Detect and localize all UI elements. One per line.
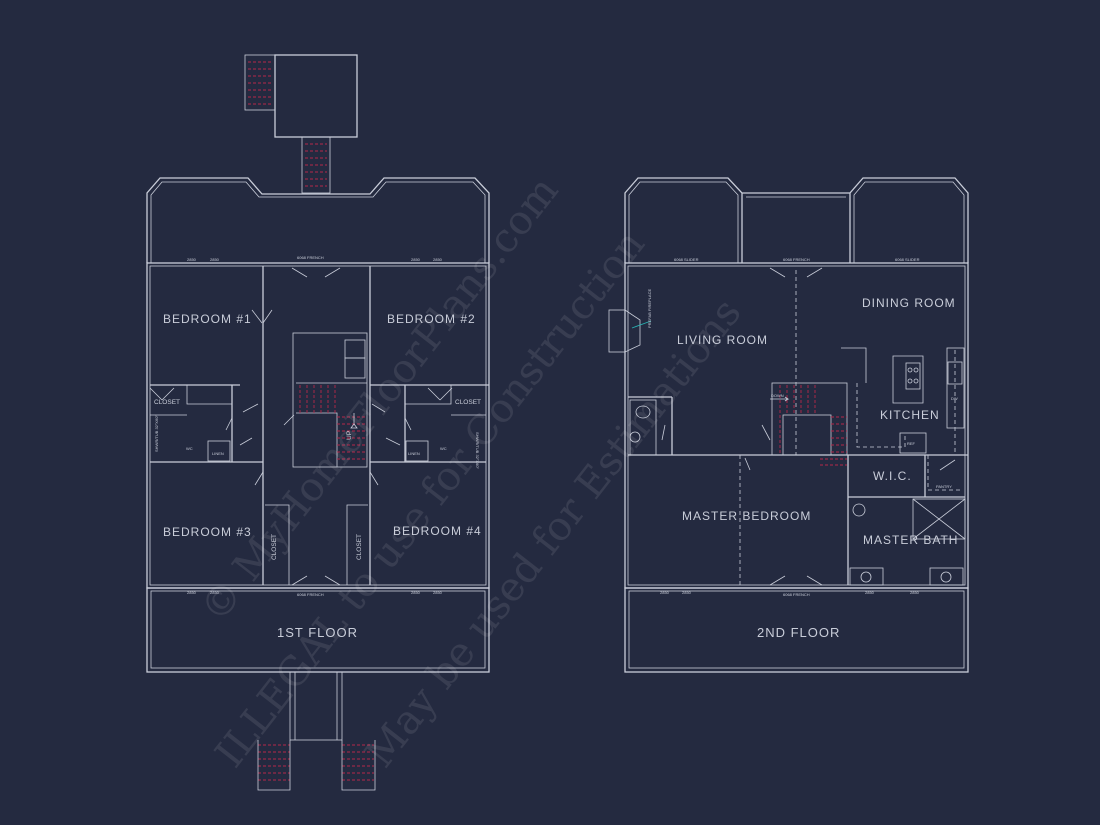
tub-label: SHWR/TUB 32"X60" xyxy=(475,432,480,469)
window-label: 2850 xyxy=(660,590,670,595)
window-label: 2850 xyxy=(210,257,220,262)
down-label: DOWN xyxy=(771,393,784,398)
window-label: 2850 xyxy=(187,590,197,595)
front-door-label: 6068 FRENCH xyxy=(783,592,810,597)
front-door-label: 6068 FRENCH xyxy=(297,592,324,597)
up-label: UP xyxy=(346,431,353,440)
window-label: 2850 xyxy=(865,590,875,595)
window-label: 2850 xyxy=(411,257,421,262)
rear-door-label: 6068 FRENCH xyxy=(297,255,324,260)
closet-label-3: CLOSET xyxy=(271,534,278,560)
second-floor-title: 2ND FLOOR xyxy=(757,625,840,640)
rear-porch xyxy=(146,177,490,263)
window-label: 2850 xyxy=(411,590,421,595)
upper-deck xyxy=(274,54,358,138)
slider-label: 6068 SLIDER xyxy=(895,257,920,262)
closet-label-4: CLOSET xyxy=(356,534,363,560)
tub-label: SHWR/TUB 32"X60" xyxy=(154,415,159,452)
pantry-label: PANTRY xyxy=(936,484,952,489)
second-floor-porch xyxy=(624,587,969,673)
kitchen-label: KITCHEN xyxy=(880,408,940,422)
window-label: 2850 xyxy=(433,590,443,595)
first-floor-plan: UP 6068 FRENCH 6068 FRENCH 2850 2850 285… xyxy=(146,54,490,791)
wc-label: WC xyxy=(440,446,447,451)
bedroom-2-label: BEDROOM #2 xyxy=(387,312,476,326)
master-bedroom-label: MASTER BEDROOM xyxy=(682,509,811,523)
fireplace xyxy=(608,309,626,353)
dishwasher-label: DW xyxy=(951,396,958,401)
second-floor-plan: PREFAB FIREPLACE DOWN DW REF PANTRY 6068… xyxy=(608,177,969,673)
bedroom-4-label: BEDROOM #4 xyxy=(393,524,482,538)
ref-label: REF xyxy=(907,441,916,446)
bedroom-1-label: BEDROOM #1 xyxy=(163,312,252,326)
french-door-label: 6068 FRENCH xyxy=(783,257,810,262)
balcony-bays xyxy=(624,177,969,263)
front-stairs xyxy=(257,671,376,791)
linen-label: LINEN xyxy=(408,451,420,456)
window-label: 2850 xyxy=(682,590,692,595)
closet-label-1: CLOSET xyxy=(154,399,180,406)
living-room-label: LIVING ROOM xyxy=(677,333,768,347)
dining-room-label: DINING ROOM xyxy=(862,296,956,310)
window-label: 2850 xyxy=(187,257,197,262)
window-label: 2850 xyxy=(910,590,920,595)
watermark: © MyHomeFloorPlans.com ILLEGAL to use fo… xyxy=(192,168,751,776)
first-floor-title: 1ST FLOOR xyxy=(277,625,358,640)
fireplace-label: PREFAB FIREPLACE xyxy=(647,289,652,328)
window-label: 2850 xyxy=(433,257,443,262)
slider-label: 6068 SLIDER xyxy=(674,257,699,262)
linen-label: LINEN xyxy=(212,451,224,456)
closet-label-2: CLOSET xyxy=(455,399,481,406)
window-label: 2850 xyxy=(210,590,220,595)
master-bath-label: MASTER BATH xyxy=(863,533,958,547)
deck-stairs xyxy=(244,54,331,194)
wic-label: W.I.C. xyxy=(873,469,912,483)
bedroom-3-label: BEDROOM #3 xyxy=(163,525,252,539)
wc-label: WC xyxy=(186,446,193,451)
